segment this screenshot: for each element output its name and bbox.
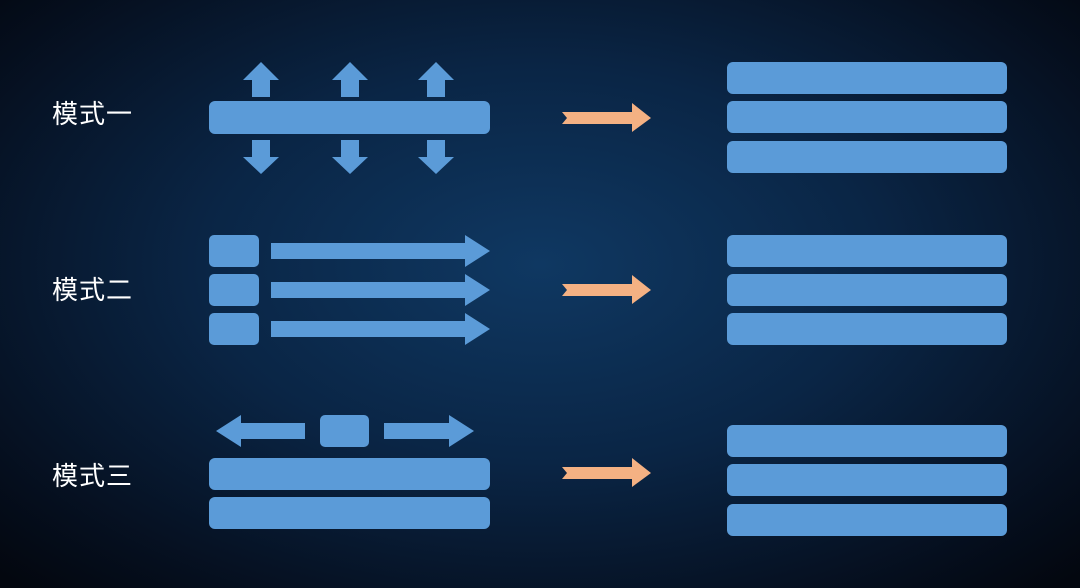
mode-1-result-bar-2 (727, 101, 1007, 133)
expand-up-arrow-2 (332, 62, 368, 97)
expand-up-arrow-3 (418, 62, 454, 97)
mode-3-label: 模式三 (52, 462, 134, 492)
mode-2-source-square-2 (209, 274, 259, 306)
mode-3-source-bar-1 (209, 458, 490, 490)
mode-2-source-square-1 (209, 235, 259, 267)
mode-2-result-bar-3 (727, 313, 1007, 345)
mode-3-center-square (320, 415, 369, 447)
mode-1-transform-arrow (562, 103, 651, 132)
mode-1-result-bar-1 (727, 62, 1007, 94)
mode-3-source-bar-2 (209, 497, 490, 529)
expand-down-arrow-1 (243, 140, 279, 174)
mode-2-source-square-3 (209, 313, 259, 345)
mode-2-transform-arrow (562, 275, 651, 304)
expand-down-arrow-3 (418, 140, 454, 174)
mode-3-transform-arrow (562, 458, 651, 487)
mode-3-diagram (209, 415, 1007, 536)
mode-2-label: 模式二 (52, 276, 134, 306)
stretch-right-arrow-2 (271, 274, 490, 306)
expand-up-arrow-1 (243, 62, 279, 97)
mode-1-source-bar (209, 101, 490, 134)
mode-1-label: 模式一 (52, 100, 134, 130)
mode-2-diagram (209, 235, 1007, 345)
mode-3-result-bar-3 (727, 504, 1007, 536)
mode-3-result-bar-1 (727, 425, 1007, 457)
stretch-right-arrow-3 (271, 313, 490, 345)
mode-2-result-bar-2 (727, 274, 1007, 306)
spread-right-arrow (384, 415, 474, 447)
spread-left-arrow (216, 415, 305, 447)
mode-1-diagram (209, 62, 1007, 174)
stretch-right-arrow-1 (271, 235, 490, 267)
mode-3-result-bar-2 (727, 464, 1007, 496)
mode-1-result-bar-3 (727, 141, 1007, 173)
expand-down-arrow-2 (332, 140, 368, 174)
mode-2-result-bar-1 (727, 235, 1007, 267)
